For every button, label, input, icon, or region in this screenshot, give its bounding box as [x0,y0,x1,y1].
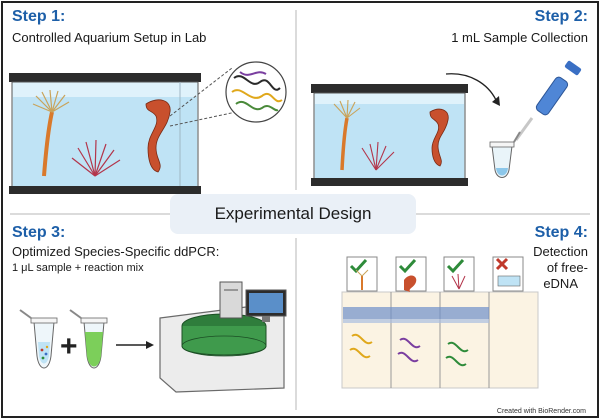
step4-line2: of free- [546,260,588,275]
arrow-head-icon [492,96,500,106]
checkmark-icon [446,258,465,274]
arrow-head-icon [146,341,154,349]
sample-tube-icon [19,309,58,369]
aquarium-small-icon [311,84,468,186]
step3-note: 1 μL sample + reaction mix [12,262,144,274]
center-title: Experimental Design [170,194,416,234]
checkmark-icon [398,258,417,274]
computer-icon [219,281,287,322]
check-card-3 [443,256,475,292]
step4-line1: Detection [533,244,588,259]
check-card-1 [346,256,378,292]
seahorse-small-icon [429,108,449,167]
step4-title: Step 4: [534,224,588,241]
step3-subtitle: Optimized Species-Specific ddPCR: [12,244,220,259]
dna-zoom-circle-icon [225,61,287,123]
reaction-mix-tube-icon [69,309,108,369]
plus-sign: + [60,330,78,363]
step2-title: Step 2: [534,8,588,25]
dna-helix-icon [349,333,469,367]
tube-worm-small-icon [333,99,361,171]
red-coral-small-icon [361,141,395,171]
ddpcr-wells-panel [341,291,539,389]
step1-title: Step 1: [12,8,66,25]
red-coral-icon [71,139,121,177]
step2-subtitle: 1 mL Sample Collection [451,30,588,45]
aquarium-icon [9,73,201,194]
step3-title: Step 3: [12,224,66,241]
tube-icon [489,131,521,178]
check-card-2 [395,256,427,292]
zoom-line-top [169,67,233,117]
zoom-line-bottom [169,111,237,127]
step4-line3: eDNA [543,276,578,291]
pipette-icon [514,60,582,141]
cross-icon [495,257,509,271]
step1-subtitle: Controlled Aquarium Setup in Lab [12,30,207,45]
arrow-curve [445,73,497,101]
cross-card-4 [492,256,524,292]
checkmark-icon [349,258,368,274]
biorender-credit: Created with BioRender.com [496,408,586,415]
seahorse-icon [145,99,171,173]
tube-worm-icon [32,89,70,177]
